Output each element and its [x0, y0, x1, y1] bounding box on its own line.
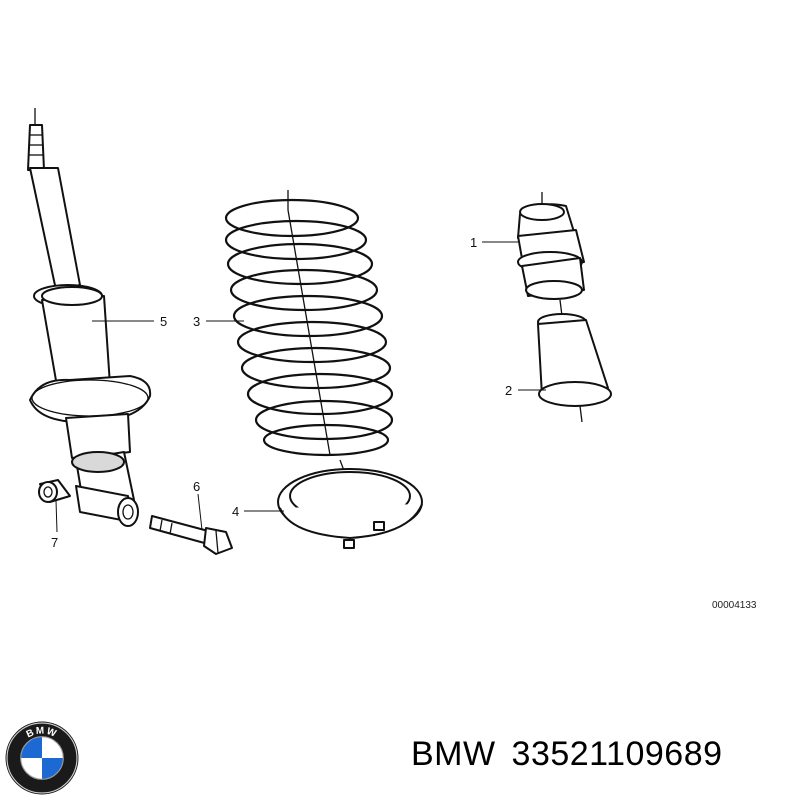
nut-7 [38, 479, 71, 503]
callout-4-number: 4 [232, 504, 239, 519]
callout-3: 3 [193, 314, 244, 329]
coil-spring [224, 190, 394, 457]
brand-name: BMW [411, 735, 496, 773]
part-title: BMW 33521109689 [411, 735, 723, 774]
callout-7-number: 7 [51, 535, 58, 550]
callout-4: 4 [232, 504, 284, 519]
bolt-6 [149, 515, 233, 555]
callout-6: 6 [193, 479, 203, 531]
callout-5: 5 [92, 314, 167, 329]
diagram-reference-code: 00004133 [712, 600, 757, 611]
bump-stop [517, 192, 585, 300]
callout-5-number: 5 [160, 314, 167, 329]
bmw-logo-icon: BMW [5, 721, 79, 795]
callout-2: 2 [505, 383, 546, 398]
logo-lettering: BMW [25, 725, 58, 740]
callout-3-number: 3 [193, 314, 200, 329]
spring-pad [277, 459, 423, 549]
callout-6-number: 6 [193, 479, 200, 494]
callout-7: 7 [51, 499, 58, 550]
callout-2-number: 2 [505, 383, 512, 398]
part-number: 33521109689 [511, 735, 723, 773]
svg-text:BMW: BMW [25, 725, 59, 740]
callout-1: 1 [470, 235, 518, 250]
shock-absorber [27, 108, 152, 527]
callout-1-number: 1 [470, 235, 477, 250]
dust-boot [537, 299, 612, 423]
